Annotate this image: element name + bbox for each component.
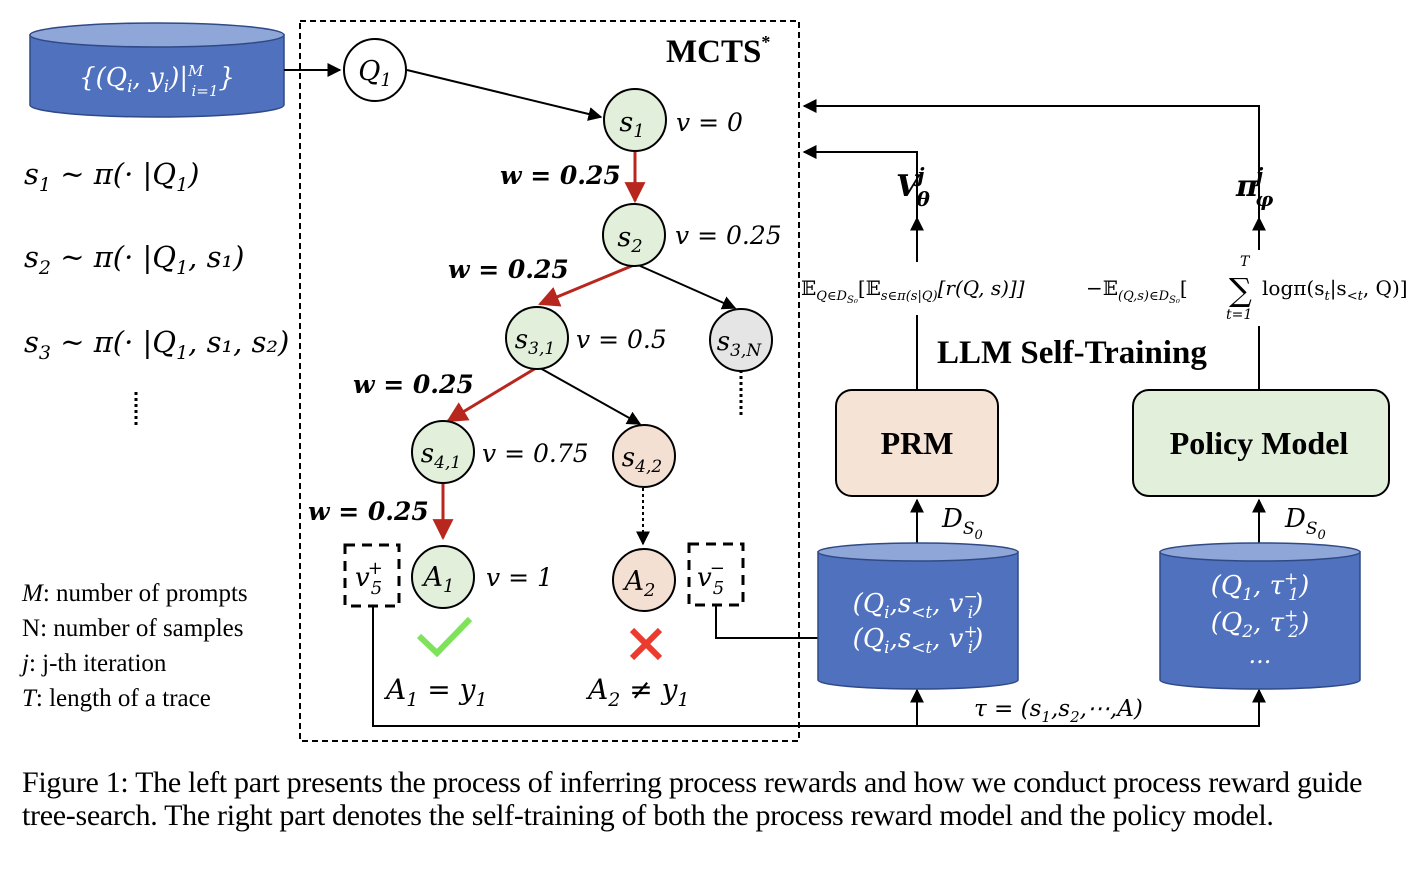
- tree-nodes: Q1 s1 v = 0 s2 v = 0.25 s3,1 v = 0.5 s3,…: [343, 38, 782, 612]
- edge-weights: w = 0.25 w = 0.25 w = 0.25 w = 0.25: [308, 161, 621, 526]
- svg-text:v−5: v−5: [697, 558, 725, 599]
- node-s41-value: v = 0.75: [482, 439, 589, 468]
- mcts-title: MCTS*: [666, 32, 770, 70]
- edge-s31-s42: [539, 367, 642, 425]
- policy-objective-sum-top: T: [1240, 254, 1251, 270]
- node-s1: s1: [603, 88, 667, 152]
- svg-text:Q1: Q1: [358, 56, 392, 91]
- policy-objective-sum-bottom: t=1: [1226, 307, 1252, 323]
- outcome-correct: A1 = y1: [383, 673, 488, 711]
- svg-text:s2: s2: [617, 222, 642, 257]
- prm-db-line-2: (Qi,s<t, v+i): [853, 622, 984, 658]
- sampling-eq-2: s2 ~ π(· |Q1, s₁): [24, 240, 244, 279]
- node-s31-value: v = 0.5: [576, 325, 667, 354]
- node-s31: s3,1: [505, 306, 569, 370]
- connector-vminus-to-prm-db: [715, 605, 818, 639]
- svg-text:s4,2: s4,2: [622, 443, 662, 477]
- prm-objective: 𝔼Q∈DS₀[𝔼s∈π(s|Q)[r(Q, s)]]: [801, 276, 1025, 306]
- prm-label: PRM: [881, 425, 954, 461]
- svg-text:s4,1: s4,1: [421, 439, 461, 473]
- legend-item-m: M: number of prompts: [21, 580, 248, 607]
- svg-text:s3,N: s3,N: [717, 327, 763, 361]
- node-s1-value: v = 0: [676, 108, 743, 137]
- svg-text:πjφ: πjφ: [1235, 163, 1273, 211]
- sampling-equations: s1 ~ π(· |Q1) s2 ~ π(· |Q1, s₁) s3 ~ π(·…: [24, 157, 289, 364]
- node-a1: A1: [411, 545, 475, 609]
- cross-icon: [629, 627, 663, 661]
- policy-objective-sum: ∑: [1229, 271, 1252, 309]
- weight-label-2: w = 0.25: [448, 255, 569, 284]
- v5-minus-box: v−5: [687, 542, 745, 607]
- node-q1: Q1: [343, 38, 407, 102]
- node-s2: s2: [602, 203, 666, 267]
- prm-db-line-1: (Qi,s<t, v−i): [853, 587, 984, 623]
- node-s42: s4,2: [612, 424, 676, 488]
- edge-q1-s1: [406, 69, 603, 121]
- connector-vplus-to-policy-db: [372, 606, 1266, 727]
- weight-label-1: w = 0.25: [500, 161, 621, 190]
- edge-s2-s31: [538, 263, 635, 307]
- svg-text:Vjθ: Vjθ: [896, 163, 931, 211]
- sampling-eq-3: s3 ~ π(· |Q1, s₁, s₂): [24, 325, 289, 364]
- notation-legend: M: number of prompts N: number of sample…: [19, 580, 248, 712]
- edge-s31-s41: [446, 366, 537, 423]
- policy-model-label: Policy Model: [1170, 425, 1349, 461]
- outcome-wrong: A2 ≠ y1: [585, 673, 690, 711]
- node-s3n: s3,N: [709, 308, 773, 372]
- prm-box: PRM: [835, 389, 999, 497]
- edge-s2-s3n: [637, 264, 737, 310]
- node-a2: A2: [612, 548, 676, 612]
- svg-text:A2: A2: [622, 566, 656, 601]
- policy-ds-label: DS0: [1284, 504, 1326, 543]
- svg-text:v+5: v+5: [355, 558, 383, 599]
- prm-database: (Qi,s<t, v−i) (Qi,s<t, v+i): [817, 542, 1019, 690]
- figure-caption: Figure 1: The left part presents the pro…: [22, 766, 1363, 832]
- trace-label: τ = (s1,s2,⋯,A): [974, 696, 1143, 726]
- node-s2-value: v = 0.25: [675, 221, 782, 250]
- check-icon: [416, 616, 473, 658]
- sampling-eq-1: s1 ~ π(· |Q1): [24, 157, 200, 196]
- dataset-cylinder-top: [29, 22, 285, 48]
- feedback-policy-to-mcts: [802, 99, 1260, 230]
- svg-text:s3,1: s3,1: [515, 325, 555, 359]
- policy-model-box: Policy Model: [1132, 389, 1390, 497]
- weight-label-4: w = 0.25: [308, 497, 429, 526]
- policy-database: (Q1, τ+1) (Q2, τ+2) ...: [1159, 542, 1361, 690]
- node-s41: s4,1: [411, 420, 475, 484]
- policy-objective-body: logπ(st|s<t, Q)]: [1262, 276, 1408, 304]
- weight-label-3: w = 0.25: [353, 370, 474, 399]
- policy-db-more: ...: [1249, 641, 1272, 669]
- svg-text:s1: s1: [619, 107, 644, 142]
- policy-objective: −𝔼(Q,s)∈DS₀[: [1086, 276, 1188, 306]
- v5-plus-box: v+5: [343, 543, 401, 608]
- legend-item-j: j: j-th iteration: [19, 650, 167, 677]
- prm-ds-label: DS0: [941, 504, 983, 543]
- legend-item-t: T: length of a trace: [22, 685, 211, 712]
- policy-db-line-1: (Q1, τ+1): [1211, 569, 1309, 605]
- node-a1-value: v = 1: [486, 563, 553, 592]
- policy-db-line-2: (Q2, τ+2): [1211, 606, 1309, 642]
- svg-text:A1: A1: [421, 562, 455, 597]
- dataset-cylinder-body: [29, 34, 285, 118]
- legend-item-n: N: number of samples: [22, 615, 244, 642]
- self-training-title: LLM Self-Training: [937, 335, 1207, 371]
- tree-edges: [406, 69, 743, 546]
